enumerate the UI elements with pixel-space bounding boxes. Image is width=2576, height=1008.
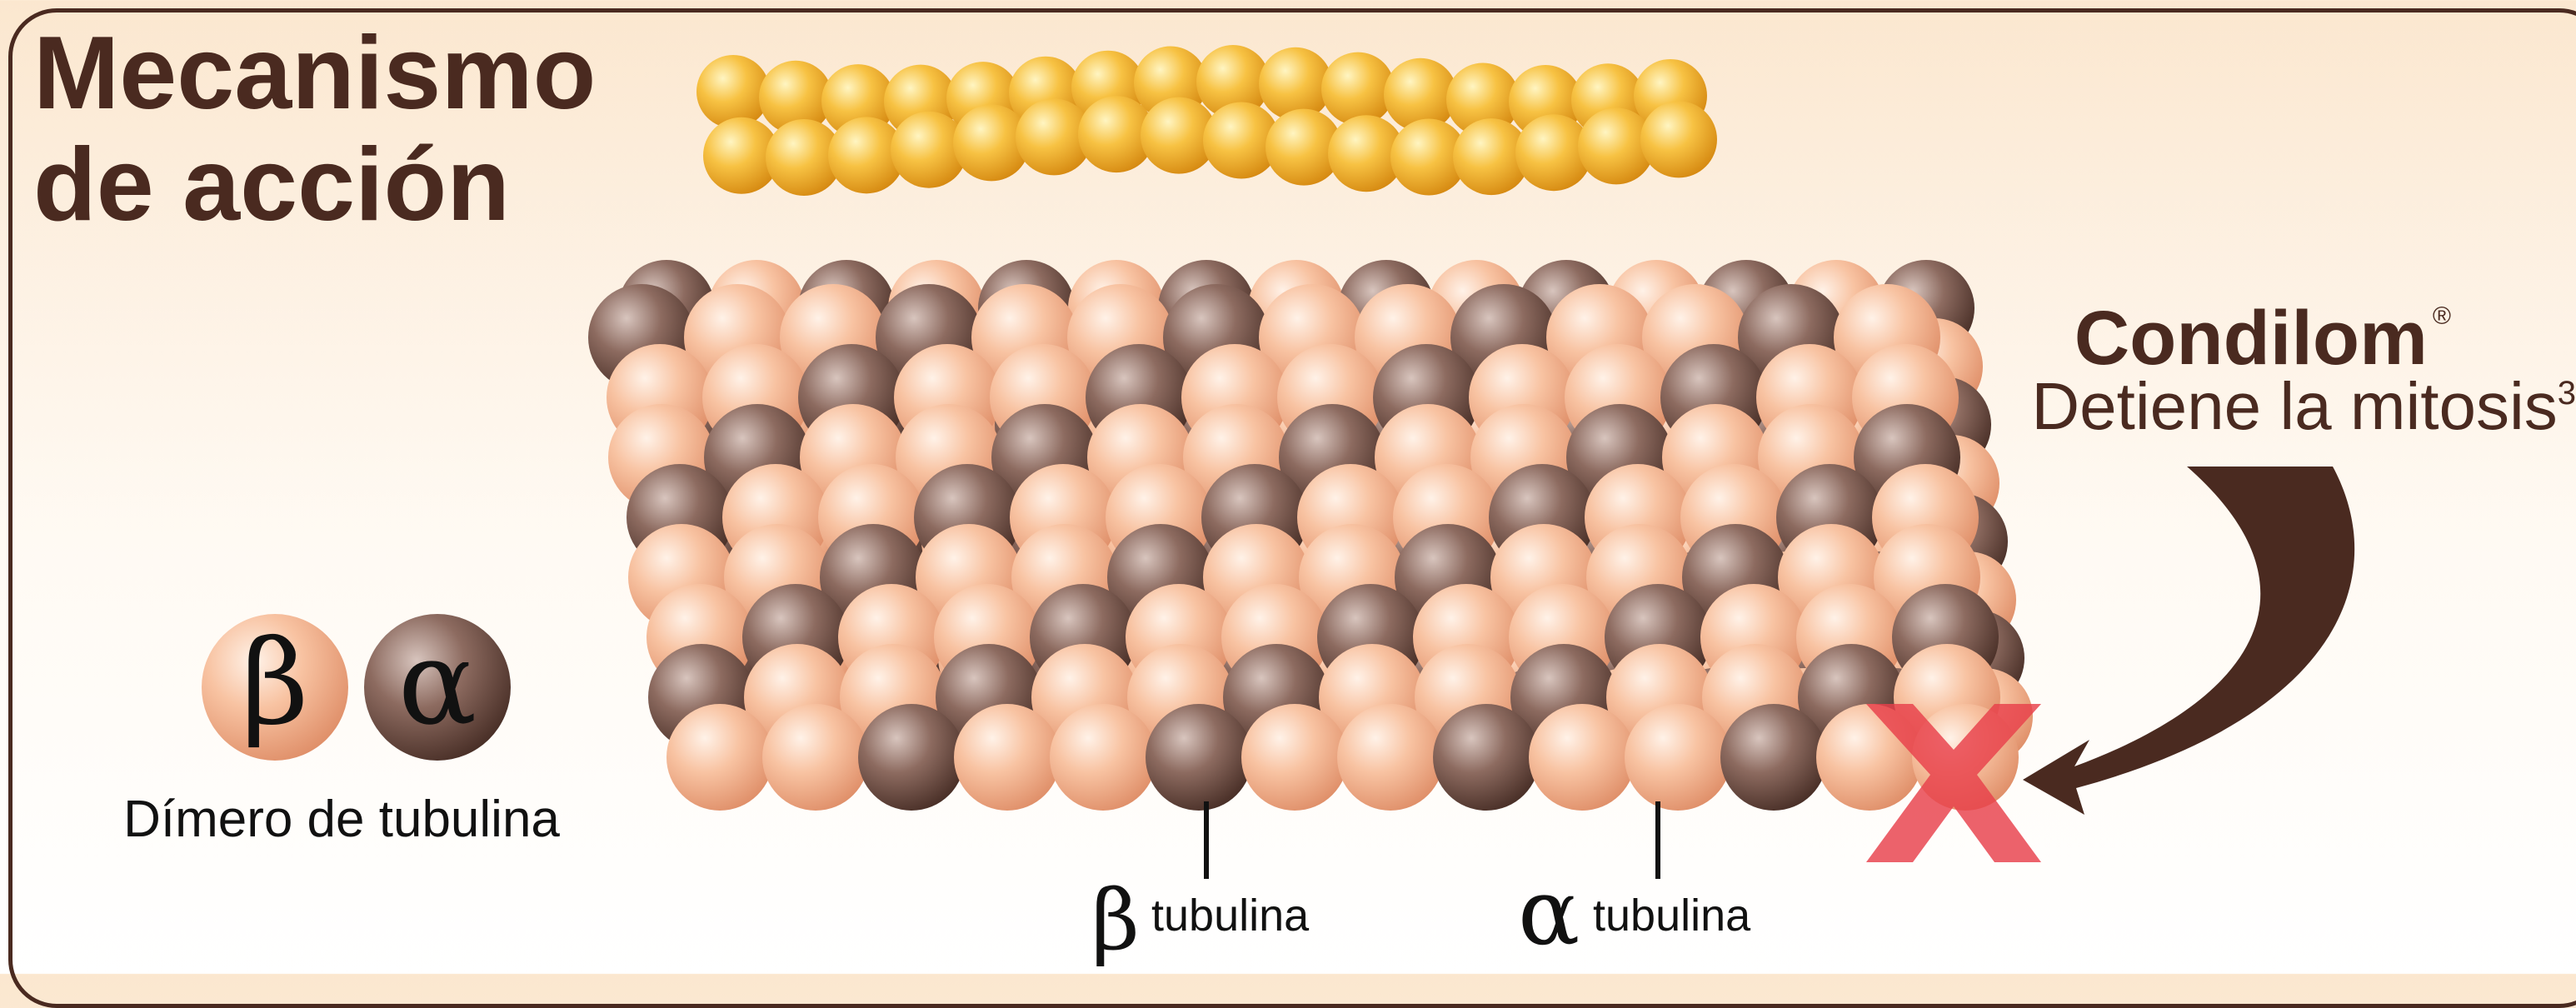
beta-tubulin-sphere [954, 704, 1061, 811]
drug-molecule-sphere [1321, 52, 1395, 126]
legend-beta-symbol: β [200, 612, 350, 762]
microtubule [588, 260, 2033, 811]
drug-molecule-chain [696, 45, 1717, 196]
beta-tubulin-sphere [762, 704, 869, 811]
drug-molecule-sphere [1640, 101, 1717, 177]
alpha-tubulin-sphere [1433, 704, 1540, 811]
registered-mark: ® [2433, 302, 2451, 330]
beta-tubulin-sphere [1050, 704, 1156, 811]
drug-callout: Condilom® Detiene la mitosis3 [1826, 300, 2576, 440]
beta-tubulin-sphere [666, 704, 773, 811]
dimer-label: Dímero de tubulina [33, 790, 650, 849]
beta-tubulin-sphere [1241, 704, 1348, 811]
title-line-2: de acción [33, 127, 510, 242]
alpha-tubulin-label: tubulina [1593, 890, 1750, 941]
beta-tubulin-sphere [1529, 704, 1635, 811]
brand-tagline: Detiene la mitosis3 [1826, 373, 2576, 440]
alpha-tubulin-sphere [858, 704, 965, 811]
alpha-tubulin-sphere [1720, 704, 1827, 811]
brand-name-text: Condilom [2074, 296, 2428, 381]
beta-tubulin-sphere [1625, 704, 1731, 811]
drug-molecule-sphere [1259, 47, 1332, 121]
page-title: Mecanismo de acción [33, 18, 596, 242]
drug-molecule-sphere [696, 55, 770, 128]
brand-name: Condilom® [1826, 300, 2576, 377]
title-line-1: Mecanismo [33, 16, 596, 131]
beta-tubulin-sphere [1337, 704, 1444, 811]
arrow-icon [2023, 467, 2354, 815]
legend-alpha-symbol: α [362, 612, 512, 762]
tagline-text: Detiene la mitosis [2031, 369, 2557, 443]
beta-tubulin-label: tubulina [1151, 890, 1309, 941]
reference-superscript: 3 [2558, 375, 2576, 412]
alpha-tubulin-symbol: α [1518, 866, 1580, 958]
alpha-tubulin-sphere [1146, 704, 1252, 811]
beta-tubulin-symbol: β [1091, 879, 1140, 962]
